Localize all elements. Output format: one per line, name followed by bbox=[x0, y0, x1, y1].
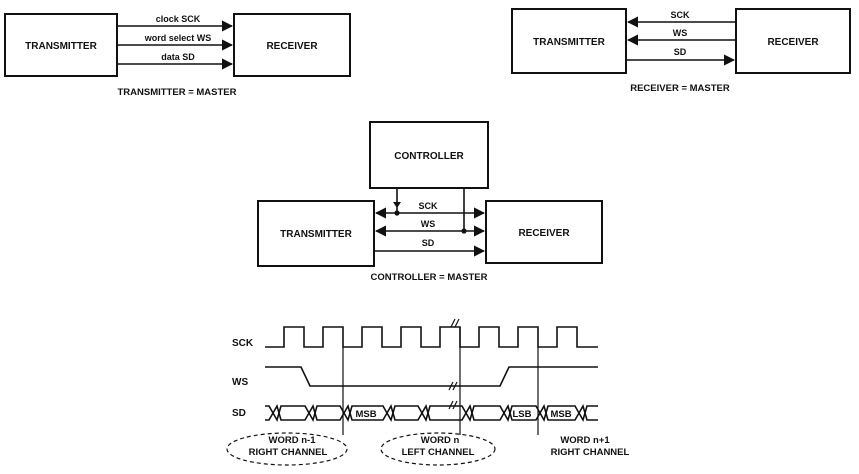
ws-row-label: WS bbox=[232, 377, 248, 388]
transmitter-box bbox=[511, 8, 627, 74]
word-label: WORD n-1 bbox=[269, 435, 317, 446]
break-marks bbox=[448, 318, 460, 410]
receiver-label: RECEIVER bbox=[767, 37, 819, 48]
transmitter-master-diagram: TRANSMITTER RECEIVER clock SCK word sele… bbox=[4, 13, 351, 98]
receiver-label: RECEIVER bbox=[266, 41, 318, 52]
controller-label: CONTROLLER bbox=[394, 151, 464, 162]
controller-box bbox=[369, 121, 489, 189]
ws-waveform bbox=[265, 366, 598, 387]
transmitter-label: TRANSMITTER bbox=[25, 41, 97, 52]
sck-signal-label: SCK bbox=[418, 201, 438, 211]
receiver-label: RECEIVER bbox=[518, 228, 570, 239]
msb-label: MSB bbox=[355, 409, 376, 420]
sd-signal-label: data SD bbox=[161, 52, 195, 62]
transmitter-label: TRANSMITTER bbox=[280, 229, 352, 240]
sck-waveform bbox=[265, 326, 598, 348]
ws-signal-label: word select WS bbox=[144, 33, 212, 43]
sck-arrow-icon bbox=[393, 202, 401, 208]
sck-row-label: SCK bbox=[232, 338, 254, 349]
receiver-box bbox=[233, 13, 351, 77]
diagram-caption: RECEIVER = MASTER bbox=[630, 83, 730, 94]
transmitter-label: TRANSMITTER bbox=[533, 37, 605, 48]
msb-label: MSB bbox=[550, 409, 571, 420]
sd-waveform-bottom bbox=[265, 403, 598, 421]
word-label: WORD n bbox=[421, 435, 460, 446]
channel-label: LEFT CHANNEL bbox=[402, 447, 475, 458]
sd-signal-label: SD bbox=[674, 47, 687, 57]
lsb-label: LSB bbox=[513, 409, 532, 420]
receiver-master-diagram: TRANSMITTER RECEIVER SCK WS SD RECEIVER … bbox=[511, 8, 851, 94]
sck-signal-label: clock SCK bbox=[156, 14, 201, 24]
receiver-box bbox=[735, 8, 851, 74]
diagram-caption: TRANSMITTER = MASTER bbox=[117, 87, 236, 98]
sd-waveform-top bbox=[265, 405, 598, 423]
transmitter-box bbox=[257, 200, 375, 267]
sd-row-label: SD bbox=[232, 408, 246, 419]
right-channel-ellipse bbox=[226, 432, 348, 466]
controller-master-diagram: CONTROLLER TRANSMITTER RECEIVER SCK WS S… bbox=[257, 121, 603, 283]
ws-signal-label: WS bbox=[673, 28, 688, 38]
ws-signal-label: WS bbox=[421, 219, 436, 229]
receiver-box bbox=[485, 200, 603, 264]
diagram-caption: CONTROLLER = MASTER bbox=[371, 272, 488, 283]
transmitter-box bbox=[4, 13, 118, 77]
channel-label: RIGHT CHANNEL bbox=[551, 447, 630, 458]
timing-diagram: SCK WS SD MSB LSB MSB WORD n-1 bbox=[226, 318, 630, 466]
left-channel-ellipse bbox=[380, 432, 496, 466]
channel-label: RIGHT CHANNEL bbox=[249, 447, 328, 458]
word-label: WORD n+1 bbox=[560, 435, 610, 446]
sck-signal-label: SCK bbox=[670, 10, 690, 20]
sd-signal-label: SD bbox=[422, 238, 435, 248]
